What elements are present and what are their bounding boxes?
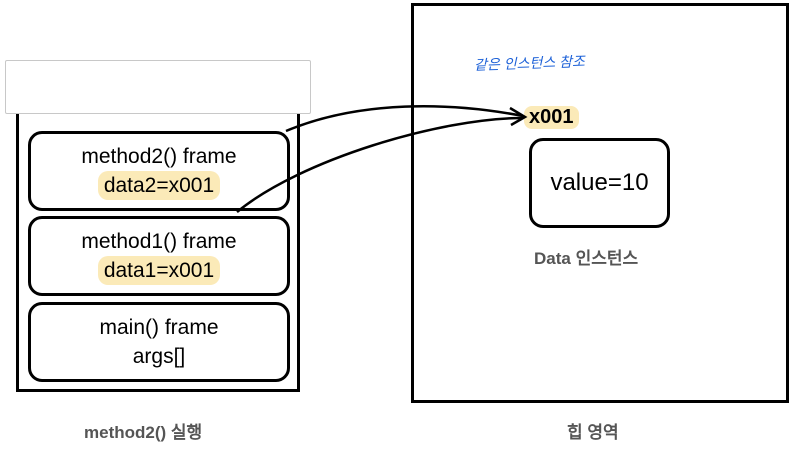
frame-title: method1() frame [81, 230, 237, 253]
instance-label: Data 인스턴스 [534, 249, 639, 268]
frame-variable: data2=x001 [97, 171, 221, 200]
method1-frame: method1() frame data1=x001 [28, 216, 290, 296]
main-frame: main() frame args[] [28, 302, 290, 382]
frame-title: main() frame [99, 316, 219, 339]
stack-top-slot [5, 60, 311, 114]
instance-address: x001 [524, 106, 579, 129]
heap-area [411, 3, 789, 403]
arrowhead-icon [509, 106, 528, 127]
arrow-method1-to-instance [236, 116, 524, 213]
stack-caption: method2() 실행 [84, 423, 203, 442]
frame-title: method2() frame [81, 145, 237, 168]
data-instance-box: value=10 [529, 138, 670, 228]
arrow-method2-to-instance [285, 105, 524, 133]
stack-area [16, 60, 300, 392]
instance-value: value=10 [550, 169, 649, 196]
method2-frame: method2() frame data2=x001 [28, 131, 290, 211]
frame-variable: data1=x001 [97, 256, 221, 285]
frame-variable: args[] [132, 345, 186, 368]
heap-caption: 힙 영역 [567, 423, 619, 442]
